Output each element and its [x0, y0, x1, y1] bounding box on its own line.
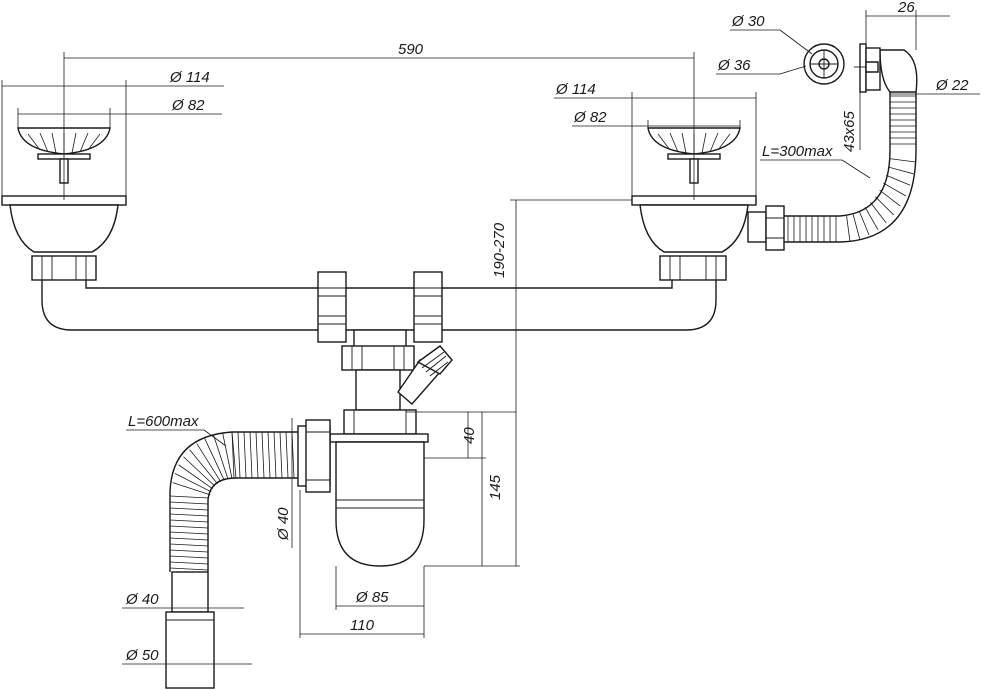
dimension-label-43x65: 43x65 [841, 110, 858, 152]
bottle-trap [297, 329, 453, 567]
dimension-label-left-d114: Ø 114 [169, 69, 210, 86]
dimension-label-hose-d50: Ø 50 [125, 647, 159, 664]
overflow-hose-length-label: L=300max [762, 143, 833, 160]
drain-hose-length-label: L=600max [128, 413, 199, 430]
dimension-label-right-d82: Ø 82 [573, 109, 607, 126]
dimension-label-145: 145 [487, 474, 504, 500]
dimension-label-overflow-d22: Ø 22 [935, 77, 969, 94]
dimension-label-plug-d30: Ø 30 [731, 13, 765, 30]
plug-detail [803, 43, 845, 85]
dimension-lines [1, 10, 980, 665]
dimension-label-outlet-d40: Ø 40 [275, 507, 292, 541]
dimension-label-26: 26 [897, 0, 915, 16]
dimension-label-40: 40 [461, 427, 478, 444]
dimension-label-d85: Ø 85 [355, 589, 389, 606]
dimension-label-110: 110 [350, 617, 375, 634]
dimension-label-plug-d36: Ø 36 [717, 57, 751, 74]
dimension-label-left-d82: Ø 82 [171, 97, 205, 114]
dimension-label-hose-d40: Ø 40 [125, 591, 159, 608]
dimension-label-590: 590 [398, 41, 424, 58]
overflow-hose [784, 43, 918, 243]
dimension-label-right-d114: Ø 114 [555, 81, 596, 98]
drain-hose [165, 431, 298, 689]
dimension-label-190-270: 190-270 [491, 222, 508, 278]
connecting-pipe [41, 271, 717, 343]
